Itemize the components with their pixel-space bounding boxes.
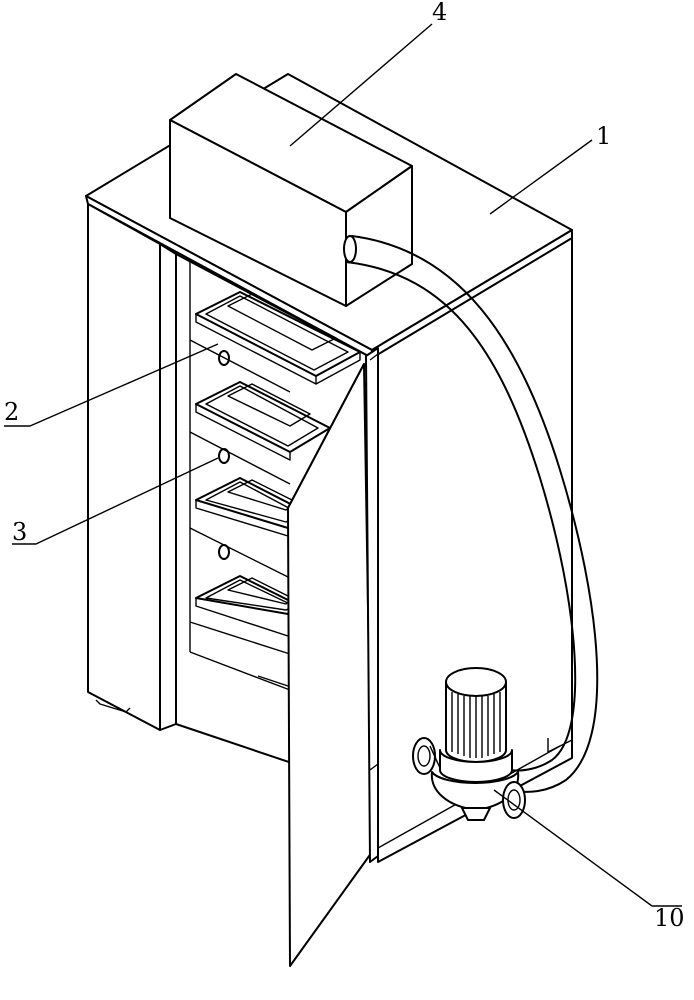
callout-3: 3 — [12, 518, 27, 546]
callout-1: 1 — [596, 122, 611, 150]
cabinet-door — [287, 347, 379, 967]
shelf-rack — [189, 291, 361, 637]
callout-4: 4 — [432, 0, 447, 26]
motor-fins — [451, 692, 501, 758]
air-hose — [343, 235, 599, 793]
callout-10: 10 — [654, 904, 685, 932]
pump-assembly — [412, 667, 526, 821]
blower-box — [169, 73, 413, 307]
callout-2: 2 — [4, 398, 19, 426]
shelf-1 — [195, 291, 361, 385]
vent-holes — [218, 350, 230, 560]
leader-lines — [4, 23, 682, 907]
